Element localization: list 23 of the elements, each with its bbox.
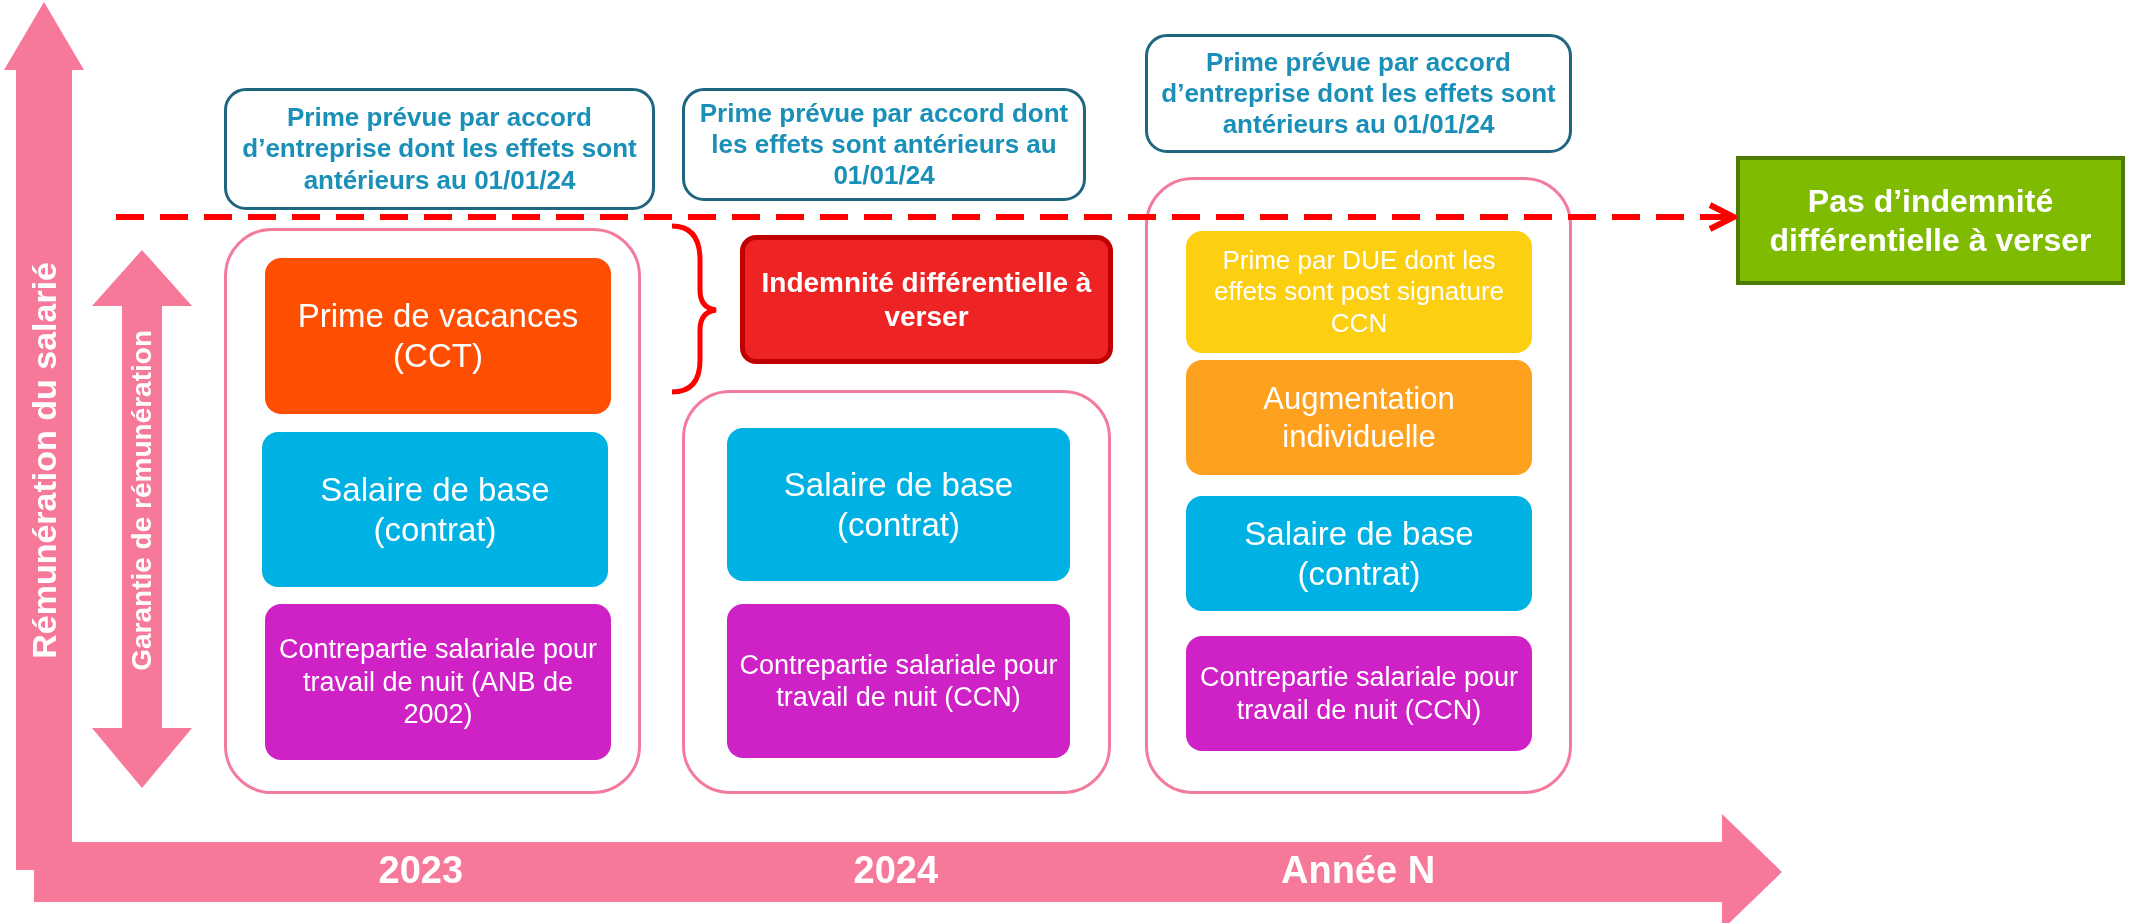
- component-box: Salaire de base (contrat): [727, 428, 1070, 581]
- component-box: Salaire de base (contrat): [262, 432, 608, 587]
- highlight-box: Indemnité différentielle à verser: [740, 235, 1113, 364]
- column-box: [1145, 177, 1572, 794]
- year-label: 2024: [853, 848, 939, 892]
- note-box: Prime prévue par accord d’entreprise dont les effets sont antérieurs au 01/01/24: [1145, 34, 1572, 153]
- axis-label: Rémunération du salarié: [24, 261, 64, 659]
- component-box: Contrepartie salariale pour travail de nuit (CCN): [1186, 636, 1532, 751]
- column-box: [682, 390, 1111, 794]
- component-box: Prime de vacances (CCT): [265, 258, 611, 414]
- note-box: Prime prévue par accord d’entreprise dont les effets sont antérieurs au 01/01/24: [224, 88, 655, 210]
- column-box: [224, 228, 641, 794]
- component-box: Contrepartie salariale pour travail de nuit (CCN): [727, 604, 1070, 758]
- component-box: Contrepartie salariale pour travail de nuit (ANB de 2002): [265, 604, 611, 760]
- component-box: Salaire de base (contrat): [1186, 496, 1532, 611]
- dashed-arrow: [116, 202, 1737, 232]
- axis-label: Garantie de rémunération: [126, 329, 158, 671]
- year-label: 2023: [378, 848, 464, 892]
- note-box: Prime prévue par accord dont les effets sont antérieurs au 01/01/24: [682, 88, 1086, 201]
- component-box: Prime par DUE dont les effets sont post signature CCN: [1186, 231, 1532, 353]
- year-label: Année N: [1281, 848, 1436, 892]
- result-box: Pas d’indemnité différentielle à verser: [1736, 156, 2125, 285]
- component-box: Augmentation individuelle: [1186, 360, 1532, 475]
